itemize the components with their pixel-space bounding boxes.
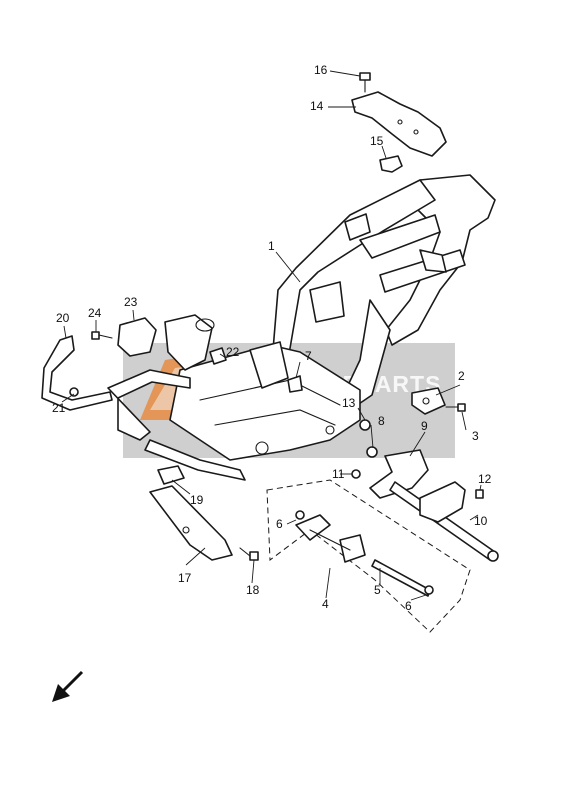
part-17-stand	[149, 485, 233, 561]
callout-15: 15	[370, 134, 384, 148]
part-22-detail	[209, 347, 227, 365]
part-8-washer	[366, 446, 378, 458]
callout-6b: 6	[405, 599, 412, 613]
part-15-rubber	[379, 155, 403, 173]
part-11-washer	[351, 469, 361, 479]
part-14-bracket	[351, 91, 447, 157]
front-direction-arrow-icon	[52, 670, 84, 702]
callout-23: 23	[124, 295, 138, 309]
steering-head	[164, 314, 215, 371]
part-18-bolt	[239, 547, 259, 561]
callout-12: 12	[478, 472, 492, 486]
callout-6a: 6	[276, 517, 283, 531]
callout-13: 13	[342, 396, 356, 410]
part-24-bolt	[91, 331, 113, 340]
callout-21: 21	[52, 401, 66, 415]
callout-9: 9	[421, 419, 428, 433]
callout-8: 8	[378, 414, 385, 428]
callout-17: 17	[178, 571, 192, 585]
callout-22: 22	[226, 345, 240, 359]
part-10-long-bolt	[389, 481, 499, 562]
part-13-nut	[359, 419, 371, 431]
front-tube	[107, 369, 246, 481]
part-12-bracket	[419, 481, 484, 523]
part-20-21-tube	[41, 335, 113, 411]
part-1-main-frame	[271, 174, 496, 411]
part-4-group	[266, 479, 471, 633]
callout-1: 1	[268, 239, 275, 253]
frame-floor	[169, 341, 361, 461]
callout-11: 11	[332, 467, 345, 481]
part-3-bolt	[445, 403, 466, 412]
callout-10: 10	[474, 514, 488, 528]
callout-2: 2	[458, 369, 465, 383]
part-19-pad	[157, 465, 185, 485]
callout-4: 4	[322, 597, 329, 611]
callout-16: 16	[314, 63, 328, 77]
part-23-bracket	[117, 317, 157, 357]
callout-14: 14	[310, 99, 324, 113]
callouts: 1 2 3 4 5 6 6 7 8 9 10 11 12 13 14 15 16…	[52, 63, 492, 613]
callout-19: 19	[190, 493, 204, 507]
callout-5: 5	[374, 583, 381, 597]
part-16-bolt	[359, 72, 371, 93]
callout-20: 20	[56, 311, 70, 325]
callout-18: 18	[246, 583, 260, 597]
callout-24: 24	[88, 306, 102, 320]
leader-lines	[61, 70, 482, 601]
callout-7: 7	[305, 349, 312, 363]
callout-3: 3	[472, 429, 479, 443]
